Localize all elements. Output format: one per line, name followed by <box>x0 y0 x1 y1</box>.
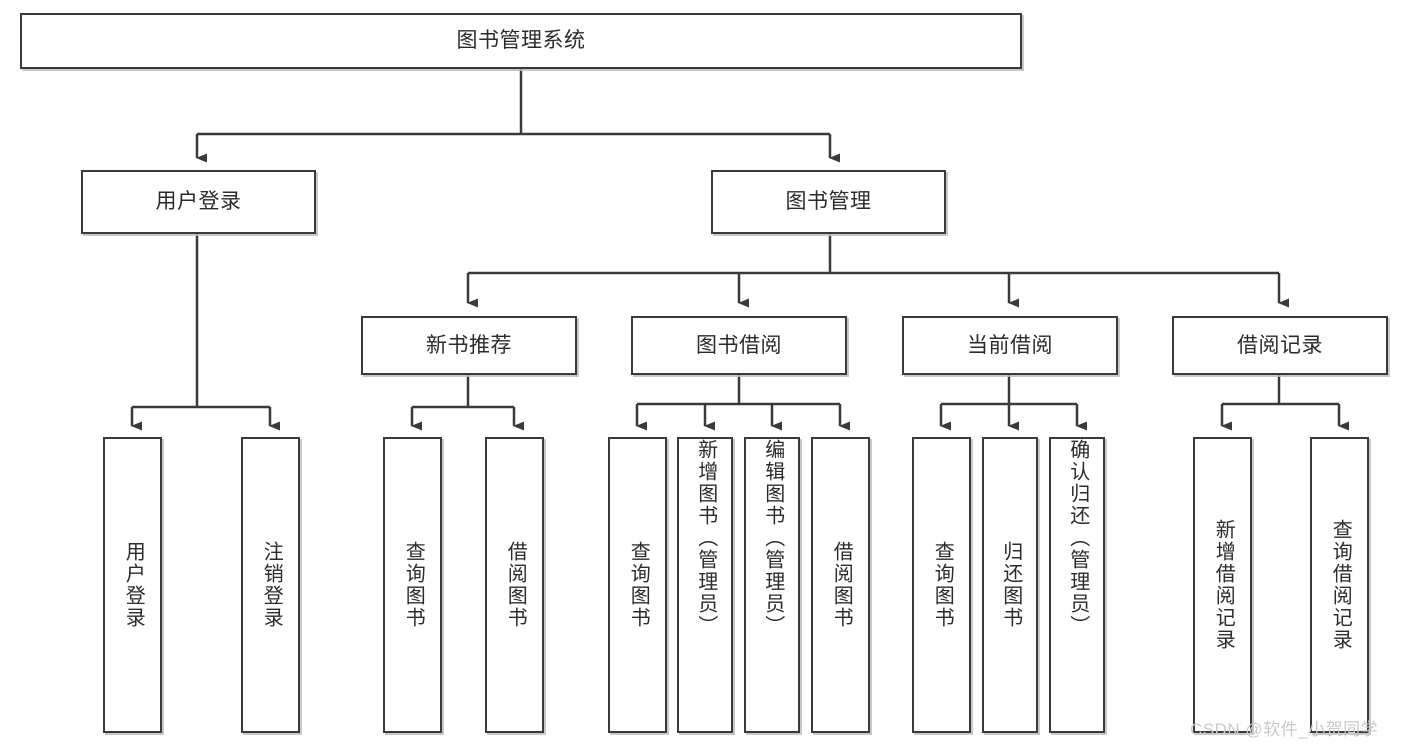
node-label: 编辑图书（管理员） <box>761 439 784 637</box>
node-label: 用户登录 <box>122 541 145 629</box>
node-label: 图书管理系统 <box>456 29 586 53</box>
leaf-return-books[interactable]: 归还图书 <box>982 437 1038 733</box>
node-user-login[interactable]: 用户登录 <box>81 170 316 234</box>
leaf-query-books-recommend[interactable]: 查询图书 <box>383 437 442 733</box>
leaf-query-borrow-record[interactable]: 查询借阅记录 <box>1310 437 1369 733</box>
leaf-edit-book-admin[interactable]: 编辑图书（管理员） <box>744 437 800 733</box>
node-current-borrowing[interactable]: 当前借阅 <box>902 316 1118 375</box>
leaf-confirm-return-admin[interactable]: 确认归还（管理员） <box>1049 437 1105 733</box>
csdn-watermark: CSDN @软件_小贺同学 <box>1190 720 1379 739</box>
node-label: 借阅记录 <box>1237 333 1323 357</box>
node-label: 新增借阅记录 <box>1212 519 1235 651</box>
node-label: 归还图书 <box>999 541 1022 629</box>
node-label: 新书推荐 <box>426 333 512 357</box>
leaf-query-books-current[interactable]: 查询图书 <box>912 437 971 733</box>
node-label: 图书管理 <box>785 190 872 214</box>
node-label: 借阅图书 <box>830 541 853 629</box>
node-new-book-recommendation[interactable]: 新书推荐 <box>361 316 577 375</box>
leaf-borrow-books-recommend[interactable]: 借阅图书 <box>485 437 544 733</box>
node-label: 新增图书（管理员） <box>694 439 717 637</box>
node-label: 查询图书 <box>627 541 650 629</box>
node-label: 查询图书 <box>931 541 954 629</box>
node-label: 注销登录 <box>260 541 283 629</box>
leaf-add-borrow-record[interactable]: 新增借阅记录 <box>1193 437 1252 733</box>
node-book-borrowing[interactable]: 图书借阅 <box>631 316 847 375</box>
node-book-management[interactable]: 图书管理 <box>711 170 946 234</box>
node-label: 查询图书 <box>402 541 425 629</box>
node-label: 确认归还（管理员） <box>1066 439 1089 637</box>
node-borrow-records[interactable]: 借阅记录 <box>1172 316 1388 375</box>
node-root-system[interactable]: 图书管理系统 <box>20 13 1022 69</box>
node-label: 当前借阅 <box>967 333 1053 357</box>
leaf-add-book-admin[interactable]: 新增图书（管理员） <box>677 437 733 733</box>
leaf-borrow-books[interactable]: 借阅图书 <box>811 437 870 733</box>
leaf-user-login[interactable]: 用户登录 <box>103 437 162 733</box>
node-label: 图书借阅 <box>696 333 782 357</box>
node-label: 用户登录 <box>155 190 242 214</box>
leaf-query-books-borrow[interactable]: 查询图书 <box>608 437 667 733</box>
leaf-logout[interactable]: 注销登录 <box>241 437 300 733</box>
node-label: 借阅图书 <box>504 541 527 629</box>
node-label: 查询借阅记录 <box>1329 519 1352 651</box>
